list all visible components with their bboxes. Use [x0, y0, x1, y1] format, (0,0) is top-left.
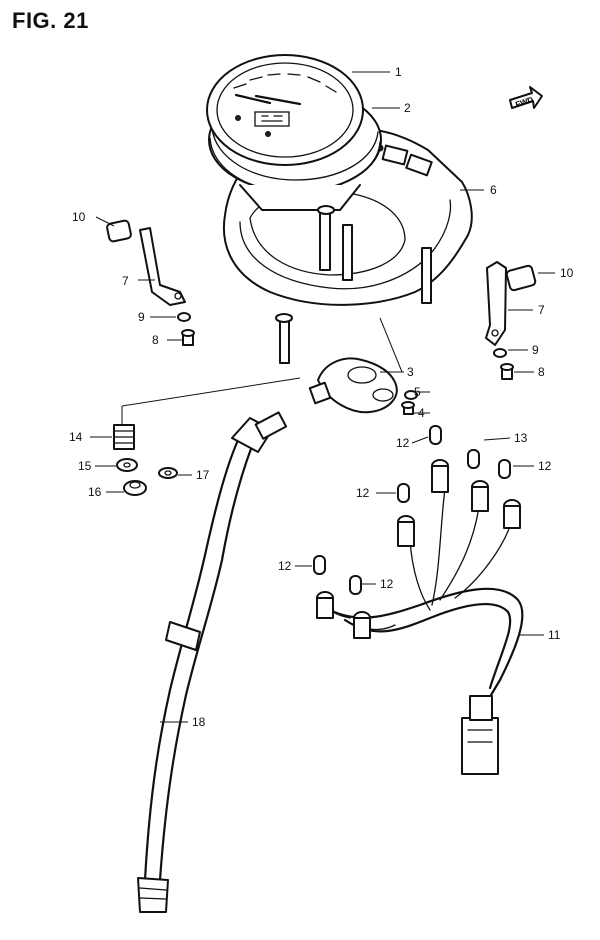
- bulb-sockets: [316, 459, 521, 639]
- callout-4: 4: [418, 406, 425, 420]
- callout-12-b: 12: [538, 459, 552, 473]
- callout-10-left: 10: [72, 210, 86, 224]
- callout-5: 5: [414, 385, 421, 399]
- callout-3: 3: [407, 365, 414, 379]
- callout-8-right: 8: [538, 365, 545, 379]
- speedometer-gearbox: [308, 357, 398, 414]
- washer-17: [158, 467, 178, 479]
- callout-14: 14: [69, 430, 83, 444]
- callout-16: 16: [88, 485, 102, 499]
- right-bolt-8: [500, 363, 514, 380]
- washer-15: [116, 458, 138, 472]
- callout-11: 11: [548, 628, 561, 642]
- callout-10-right: 10: [560, 266, 574, 280]
- speedometer-cable: [137, 411, 288, 913]
- callout-17: 17: [196, 468, 210, 482]
- callout-12-d: 12: [278, 559, 292, 573]
- right-stay-bracket: [485, 261, 507, 346]
- washer-5: [404, 390, 418, 400]
- callout-8-left: 8: [152, 333, 159, 347]
- callout-12-c: 12: [356, 486, 370, 500]
- callout-1: 1: [395, 65, 402, 79]
- callout-13: 13: [514, 431, 528, 445]
- right-clip-10: [505, 264, 537, 292]
- left-clip-10: [106, 219, 132, 243]
- grommet-16: [123, 480, 147, 496]
- callout-6: 6: [490, 183, 497, 197]
- callout-18: 18: [192, 715, 206, 729]
- callout-15: 15: [78, 459, 92, 473]
- left-washer-9: [177, 312, 191, 322]
- callout-9-left: 9: [138, 310, 145, 324]
- left-bolt-8: [181, 329, 195, 346]
- leader-lines: [90, 71, 555, 723]
- meter-studs: [275, 205, 432, 364]
- right-washer-9: [493, 348, 507, 358]
- bulbs: [313, 425, 511, 595]
- callout-7-right: 7: [538, 303, 545, 317]
- speedometer-gauge: [206, 54, 364, 166]
- callout-numbers: 1 2 6 10 7 9 8 10 7 9 8 3 5 4 14 15 17 1…: [69, 65, 574, 729]
- callout-7-left: 7: [122, 274, 129, 288]
- callout-12-e: 12: [380, 577, 394, 591]
- callout-12-a: 12: [396, 436, 410, 450]
- callout-2: 2: [404, 101, 411, 115]
- figure-title: FIG. 21: [12, 8, 89, 33]
- left-stay-bracket: [139, 227, 186, 306]
- screw-4: [401, 401, 415, 415]
- callout-9-right: 9: [532, 343, 539, 357]
- forward-arrow-icon: FWD: [509, 86, 543, 109]
- spring-14: [113, 424, 135, 450]
